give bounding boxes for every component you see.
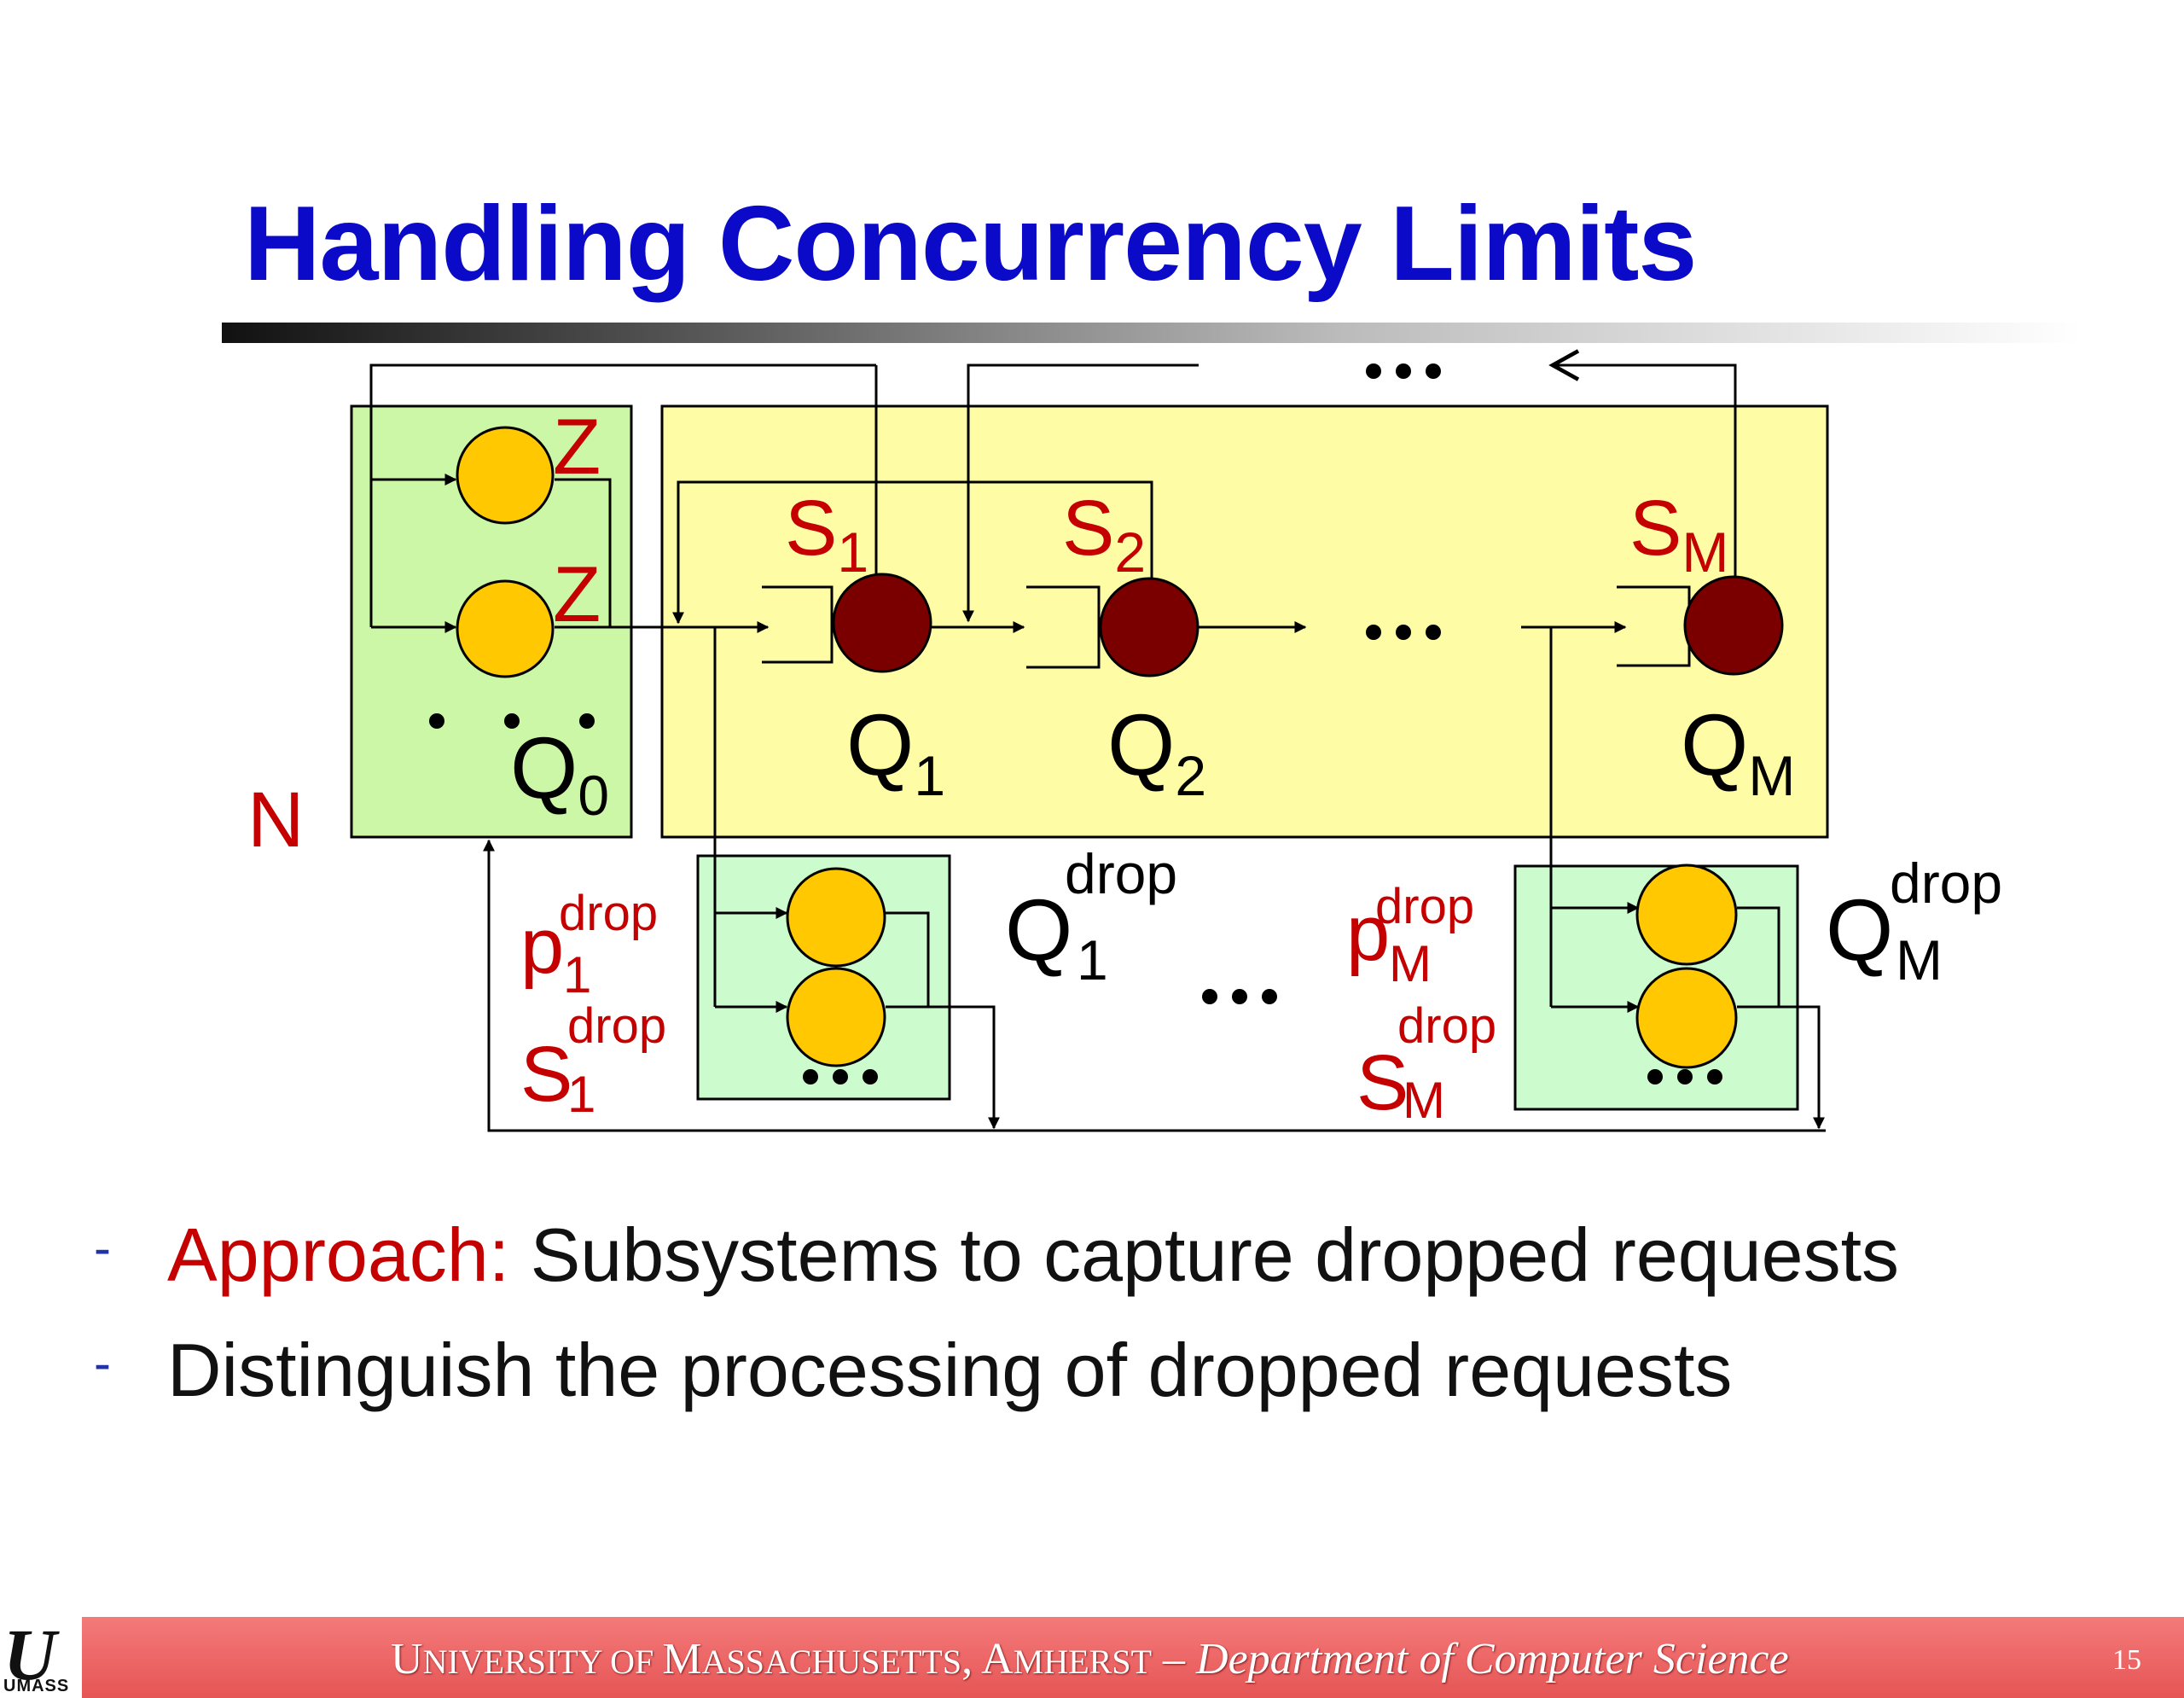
label-pm-drop: pMdrop [1346,879,1474,992]
umass-logo-mark: U [3,1614,57,1695]
label-q1: Q1 [846,696,945,807]
bullet-dash: - [94,1219,111,1276]
queue-buffer-2 [1026,585,1101,669]
drop-1-client-node-2 [786,967,886,1067]
umass-logo: U UMASS [0,1614,82,1698]
label-sm-drop: SMdrop [1356,998,1496,1129]
title-underline [222,323,2082,343]
label-q0: Q0 [510,719,609,827]
drop-1-client-node-1 [786,867,886,968]
label-z-bottom: Z [553,551,601,638]
queue-buffer-1 [762,585,834,664]
server-node-1 [832,573,932,673]
think-client-node-2 [456,579,555,678]
drop-1-out [886,1005,1000,1130]
label-qm: QM [1681,696,1795,807]
feedback-line-mid [962,363,1199,623]
feedback-sm [1548,349,1737,579]
label-p1-drop: p1drop [520,886,658,1003]
drop-m-client-a-out [1737,906,1780,1007]
feedback-s2 [672,480,1153,625]
drop-m-out [1737,1005,1825,1130]
bullet-text: Distinguish the processing of dropped re… [167,1328,1733,1412]
feedback-line-top [369,363,876,627]
server-node-m [1683,575,1784,676]
ellipsis-middle [1366,625,1441,640]
label-q1-drop: Q1drop [1005,842,1177,991]
page-number: 15 [2112,1644,2141,1676]
ellipsis-bottom [1202,989,1277,1004]
slide-title: Handling Concurrency Limits [244,185,1697,303]
umass-logo-text: UMASS [3,1677,70,1695]
bullet-text: Subsystems to capture dropped requests [509,1212,1900,1297]
bullet-highlight: Approach: [167,1212,510,1297]
ellipsis-drop-1-clients [803,1069,878,1085]
think-client-node-1 [456,426,555,525]
label-qm-drop: QMdrop [1826,852,2002,991]
label-sm: SM [1629,485,1728,584]
drop-m-client-node-2 [1635,967,1738,1069]
ellipsis-top [1366,363,1441,379]
label-s1: S1 [785,485,868,584]
ellipsis-drop-m-clients [1647,1069,1722,1085]
ellipsis-think-clients [429,713,595,729]
label-n: N [247,776,304,864]
bullet-dash: - [94,1335,111,1392]
drop-m-client-node-1 [1635,864,1738,966]
bottom-return-line [483,839,1826,1132]
drop-1-client-a-out [886,911,930,1007]
footer-institution: UNIVERSITY OF MASSACHUSETTS, AMHERST – D… [391,1635,1789,1683]
server-node-2 [1099,577,1199,677]
label-s2: S2 [1062,485,1146,584]
footer-bar: UNIVERSITY OF MASSACHUSETTS, AMHERST – D… [0,1617,2184,1698]
label-q2: Q2 [1107,696,1206,807]
label-s1-drop: S1drop [520,998,666,1123]
queueing-network-diagram: Z Z N S1 S2 SM p1drop S1drop pMdrop SMdr… [247,349,2002,1132]
label-z-top: Z [553,404,601,491]
client-top-out [555,478,612,627]
